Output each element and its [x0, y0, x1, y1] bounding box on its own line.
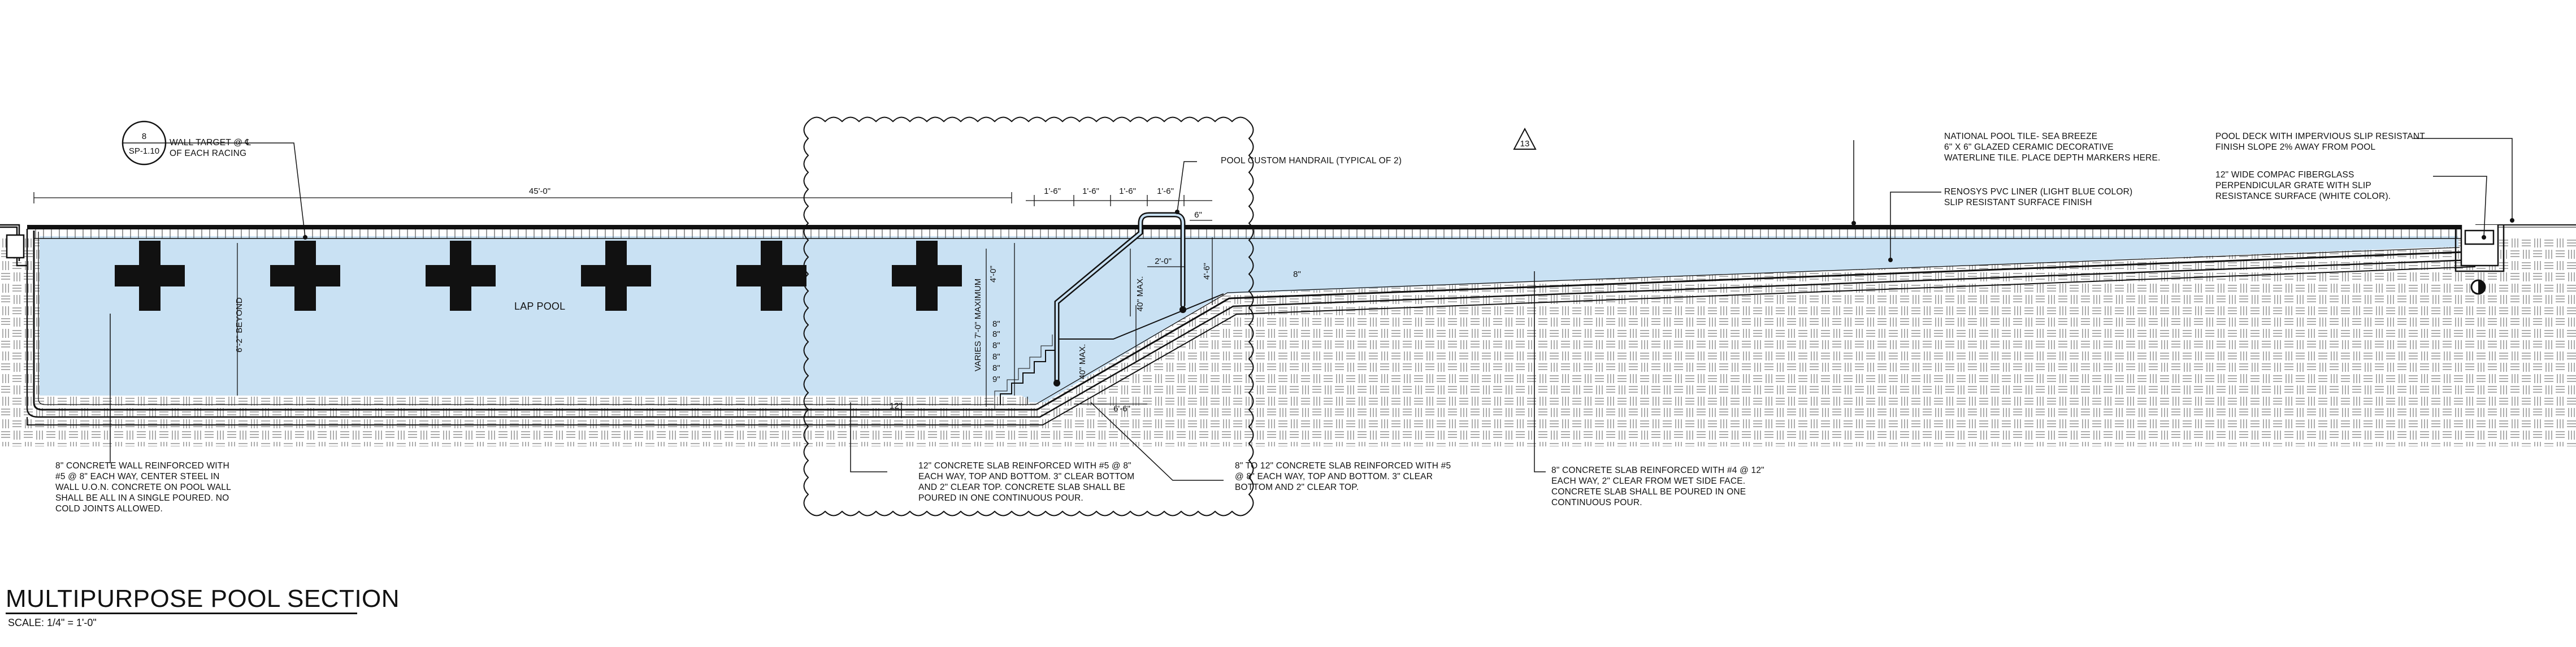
wall-concrete-note: 8" CONCRETE WALL REINFORCED WITH #5 @ 8"…	[55, 461, 231, 514]
pool-name-label: LAP POOL	[514, 301, 566, 312]
lane-target-marker	[426, 241, 496, 311]
section-reference-tag: 8 SP-1.10	[122, 120, 167, 166]
pool-water-slope	[1029, 236, 2458, 402]
dim-forty-max-lower: 40" MAX.	[1078, 344, 1087, 380]
step-riser-2: 8"	[992, 363, 1000, 373]
step-riser-1: 9"	[992, 375, 1000, 384]
lane-target-marker	[270, 241, 340, 311]
lane-target-marker	[736, 241, 806, 311]
dim-slab-12: 12"	[890, 401, 902, 411]
dim-two-zero: 2'-0"	[1155, 257, 1172, 266]
pool-shell	[26, 229, 2476, 425]
slab-8-to-12-note: 8" TO 12" CONCRETE SLAB REINFORCED WITH …	[1235, 461, 1451, 492]
lane-target-marker	[581, 241, 651, 311]
lane-target-marker	[892, 241, 962, 311]
dim-four-zero: 4'-0"	[988, 266, 998, 283]
dim-six-inch: 6"	[1194, 210, 1202, 220]
pool-water-lower	[40, 236, 1029, 396]
dim-overall-length: 45'-0"	[529, 186, 550, 196]
step-riser-6: 8"	[992, 319, 1000, 329]
slab-12-note: 12" CONCRETE SLAB REINFORCED WITH #5 @ 8…	[918, 461, 1135, 503]
drawing-scale: SCALE: 1/4" = 1'-0"	[8, 617, 97, 628]
lane-target-marker	[115, 241, 185, 311]
step-riser-dims: 9" 8" 8" 8" 8" 8"	[992, 319, 1000, 384]
drawing-title: MULTIPURPOSE POOL SECTION	[6, 585, 400, 613]
grate-note: 12" WIDE COMPAC FIBERGLASS PERPENDICULAR…	[2215, 170, 2391, 201]
wall-target-note: WALL TARGET @ ℄ OF EACH RACING	[170, 138, 251, 158]
dim-depth-beyond: 6'-2" BEYOND	[235, 297, 244, 353]
liner-note: RENOSYS PVC LINER (LIGHT BLUE COLOR) SLI…	[1944, 187, 2133, 207]
deck-note: POOL DECK WITH IMPERVIOUS SLIP RESISTANT…	[2215, 132, 2425, 152]
left-wall	[0, 224, 27, 267]
dim-slab-8: 8"	[1293, 270, 1301, 279]
section-number: 8	[142, 132, 146, 141]
step-riser-4: 8"	[992, 341, 1000, 350]
dim-spacing-2: 1'-6"	[1082, 186, 1099, 196]
step-riser-3: 8"	[992, 352, 1000, 362]
revision-number: 13	[1520, 139, 1530, 149]
dim-six-six: 6'-6"	[1113, 404, 1130, 414]
title-underline	[6, 613, 357, 614]
step-riser-5: 8"	[992, 329, 1000, 339]
dim-varies: VARIES 7'-0" MAXIMUM	[973, 279, 983, 372]
tile-note: NATIONAL POOL TILE- SEA BREEZE 6" X 6" G…	[1944, 132, 2161, 163]
dim-spacing-3: 1'-6"	[1119, 186, 1136, 196]
revision-cloud	[803, 116, 1254, 516]
revision-tag: 13	[1513, 127, 1537, 150]
drain-pipe-icon	[2470, 279, 2486, 295]
right-gutter	[2454, 225, 2505, 272]
lane-markers	[115, 241, 962, 311]
dim-forty-max-upper: 40" MAX.	[1135, 276, 1145, 312]
slab-8-note: 8" CONCRETE SLAB REINFORCED WITH #4 @ 12…	[1551, 466, 1764, 507]
dim-spacing-4: 1'-6"	[1157, 186, 1174, 196]
section-sheet: SP-1.10	[129, 146, 159, 156]
leader-lines	[110, 138, 2513, 481]
dimension-lines	[33, 192, 1213, 418]
deck-and-tile	[27, 224, 2576, 239]
leader-dots	[303, 210, 2514, 262]
handrail-note: POOL CUSTOM HANDRAIL (TYPICAL OF 2)	[1221, 156, 1402, 166]
dim-spacing-1: 1'-6"	[1044, 186, 1061, 196]
dim-four-six: 4'-6"	[1202, 263, 1212, 280]
pool-handrail	[1054, 212, 1186, 384]
